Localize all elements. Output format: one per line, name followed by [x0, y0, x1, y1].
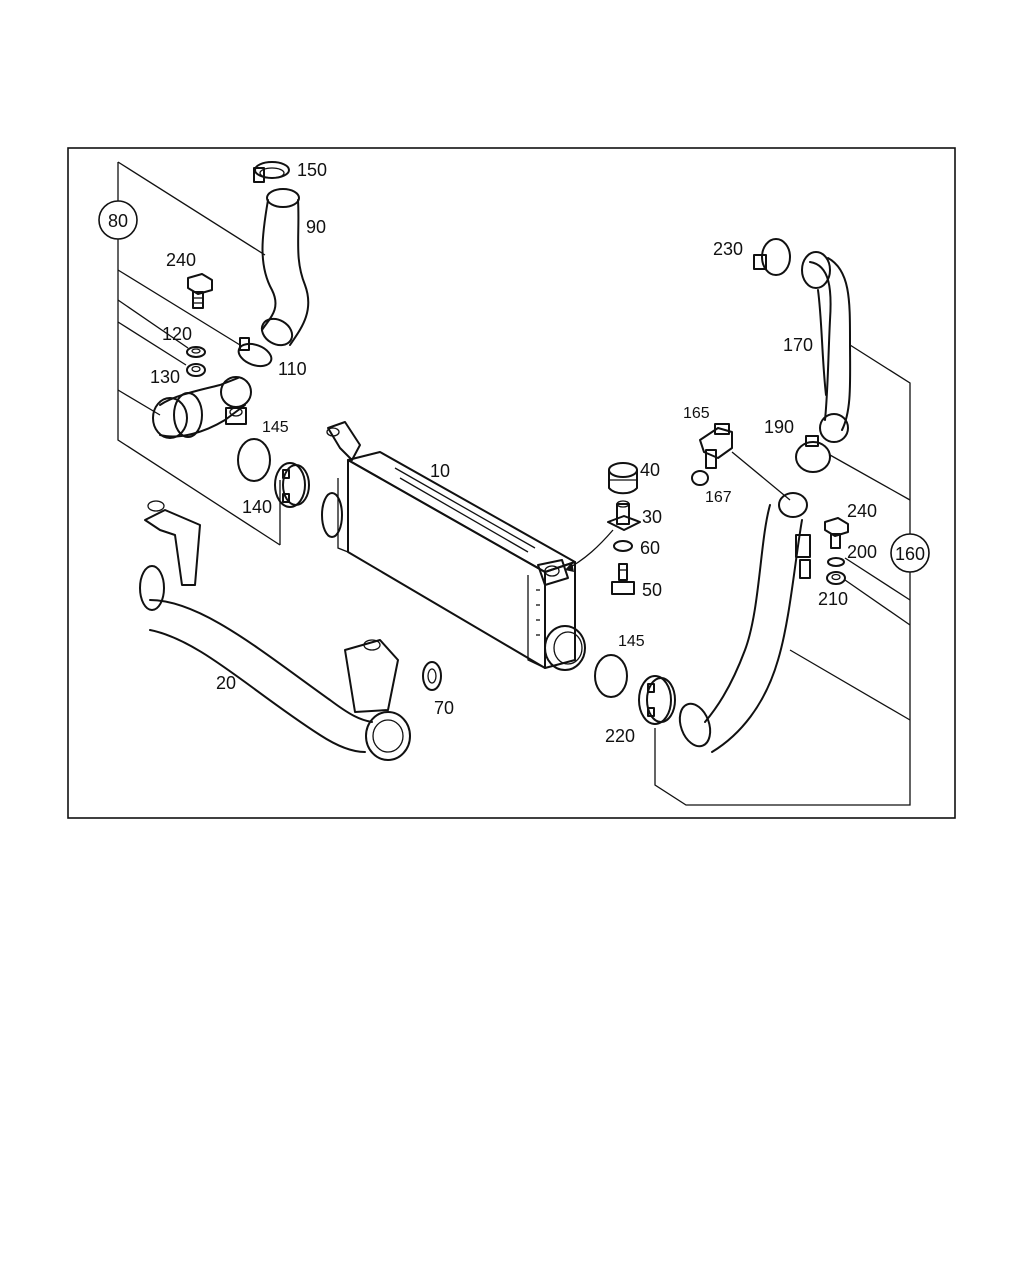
part-140-ring: [274, 462, 310, 508]
label-150: 150: [297, 160, 327, 180]
part-10-intercooler: [321, 421, 586, 671]
part-165-sensor: [699, 423, 733, 469]
group-160-leaders: [654, 344, 911, 806]
arrow-head: [565, 562, 574, 572]
label-230: 230: [713, 239, 743, 259]
label-165: 165: [683, 405, 710, 422]
part-160-pipe: [678, 492, 811, 753]
group-80-circle: [98, 200, 138, 240]
part-145-oring-right: [594, 654, 628, 698]
label-160: 160: [895, 544, 925, 564]
label-50: 50: [642, 580, 662, 600]
part-110-clamp: [237, 337, 273, 368]
leader-165: [731, 451, 791, 501]
label-170: 170: [783, 335, 813, 355]
label-220: 220: [605, 726, 635, 746]
label-145-right: 145: [618, 633, 645, 650]
label-110: 110: [278, 359, 307, 379]
label-70: 70: [434, 698, 454, 718]
group-160-circle: [890, 533, 930, 573]
label-130: 130: [150, 367, 180, 387]
label-40: 40: [640, 460, 660, 480]
label-140: 140: [242, 497, 272, 517]
label-60: 60: [640, 538, 660, 558]
part-200-washer: [827, 557, 845, 567]
group-80-leaders: [117, 161, 281, 546]
part-150-clamp: [253, 161, 290, 183]
part-240-bolt-left: [187, 273, 213, 309]
part-60-washer: [613, 540, 633, 552]
part-240-bolt-right: [824, 517, 849, 549]
part-210-washer: [826, 571, 846, 585]
part-30-sleeve: [607, 500, 641, 531]
label-30: 30: [642, 507, 662, 527]
label-20: 20: [216, 673, 236, 693]
label-145-left: 145: [262, 419, 289, 436]
label-167: 167: [705, 489, 732, 506]
diagram-frame: [67, 147, 956, 819]
part-80-pipe: [152, 376, 252, 439]
part-70-grommet: [422, 661, 442, 691]
part-20-pipe: [139, 500, 411, 761]
part-40-mount: [608, 462, 638, 495]
label-80: 80: [108, 211, 128, 231]
label-10: 10: [430, 461, 450, 481]
label-210: 210: [818, 589, 848, 609]
label-190: 190: [764, 417, 794, 437]
part-120-washer: [186, 346, 206, 358]
label-90: 90: [306, 217, 326, 237]
part-167-oring: [691, 470, 709, 486]
part-145-oring-left: [237, 438, 271, 482]
part-50-bolt: [611, 563, 635, 595]
part-130-washer: [186, 363, 206, 377]
part-90-hose: [260, 188, 310, 347]
label-120: 120: [162, 324, 192, 344]
part-170-hose: [801, 251, 852, 443]
part-190-clamp: [795, 435, 831, 473]
part-230-clamp: [753, 238, 791, 276]
label-240-left: 240: [166, 250, 196, 270]
part-220-ring: [638, 675, 676, 725]
label-240-right: 240: [847, 501, 877, 521]
label-200: 200: [847, 542, 877, 562]
